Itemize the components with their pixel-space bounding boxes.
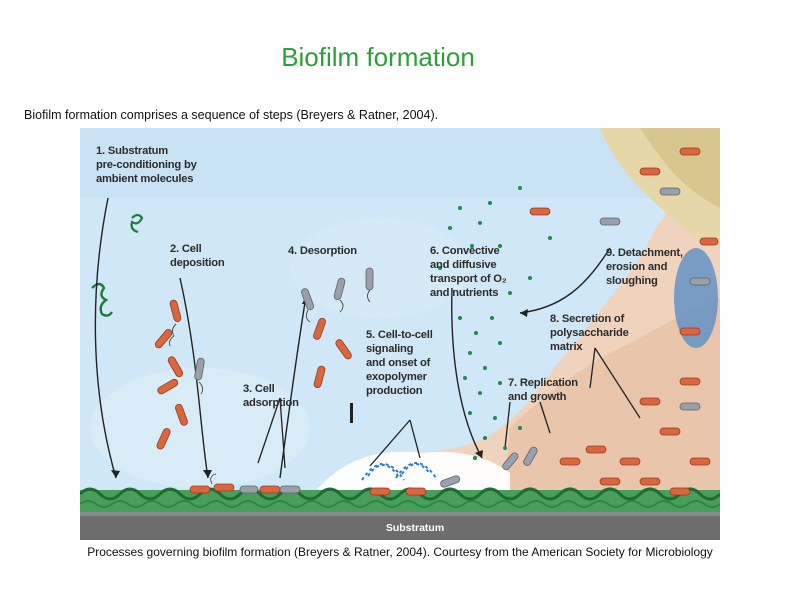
step-9-label: 9. Detachment, erosion and sloughing: [606, 247, 683, 287]
intro-text: Biofilm formation comprises a sequence o…: [24, 108, 439, 122]
step-5-label: 5. Cell-to-cell signaling and onset of e…: [366, 329, 433, 397]
figure-caption: Processes governing biofilm formation (B…: [87, 545, 713, 559]
step-2-label: 2. Cell deposition: [170, 243, 225, 269]
slide-title: Biofilm formation: [281, 42, 475, 72]
substratum-label: Substratum: [385, 522, 445, 534]
biofilm-diagram: 1. Substratum pre-conditioning by ambien…: [80, 128, 720, 540]
step-8-label: 8. Secretion of polysaccharide matrix: [550, 313, 629, 353]
step-4-label: 4. Desorption: [288, 245, 357, 257]
biofilm-diagram-art: [80, 128, 720, 540]
step-7-label: 7. Replication and growth: [508, 377, 578, 403]
step-6-label: 6. Convective and diffusive transport of…: [430, 245, 507, 299]
step-3-label: 3. Cell adsorption: [243, 383, 299, 409]
step-1-label: 1. Substratum pre-conditioning by ambien…: [96, 145, 197, 185]
